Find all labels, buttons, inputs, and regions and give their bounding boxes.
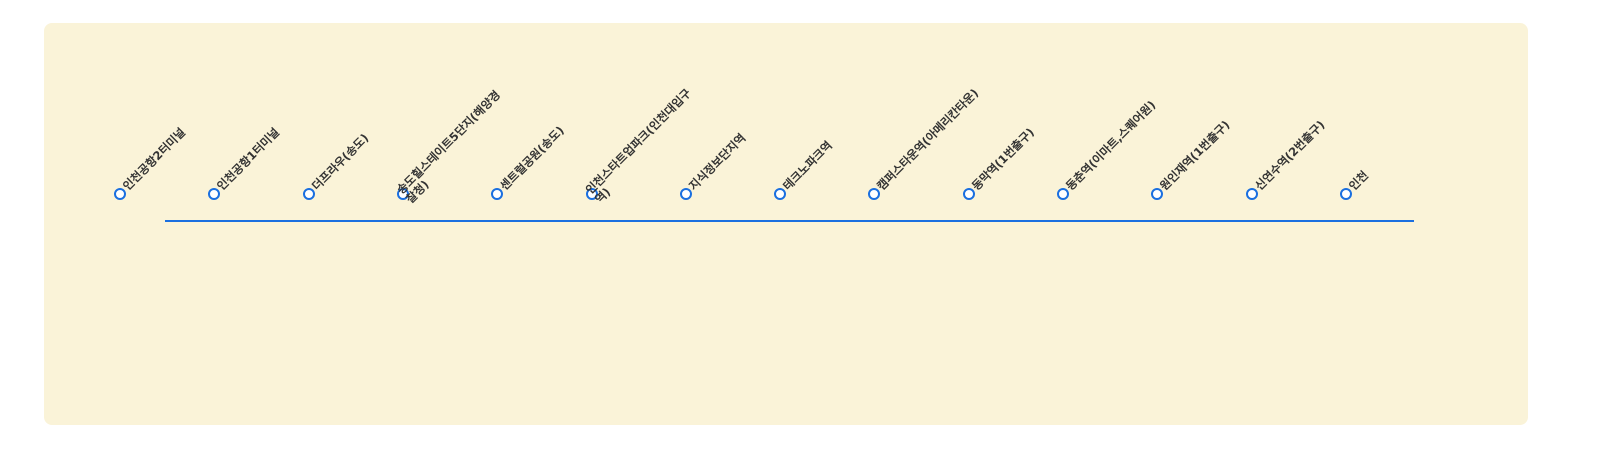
stop-marker-icon[interactable] <box>679 188 692 200</box>
stop-label[interactable]: 인천공항2터미널 <box>120 125 189 193</box>
stop-label[interactable]: 송도힐스테이트5단지(해양경찰청) <box>393 87 503 206</box>
stop-marker-icon[interactable] <box>585 188 598 200</box>
stop-label[interactable]: 신연수역(2번출구) <box>1251 117 1328 193</box>
stop-label[interactable]: 인천 <box>1345 168 1371 193</box>
stop-marker-icon[interactable] <box>302 188 315 200</box>
stop-marker-icon[interactable] <box>1339 188 1352 200</box>
route-line <box>165 220 1414 222</box>
stop-marker-icon[interactable] <box>774 188 787 200</box>
stop-marker-icon[interactable] <box>208 188 221 200</box>
stop-label[interactable]: 테크노파크역 <box>780 138 835 193</box>
stop-label[interactable]: 동춘역(이마트,스퀘어원) <box>1063 97 1159 193</box>
stop-label[interactable]: 동막역(1번출구) <box>968 125 1037 193</box>
stop-label[interactable]: 캠퍼스타운역(아메리칸타운) <box>874 85 982 193</box>
stop-marker-icon[interactable] <box>1057 188 1069 200</box>
stop-marker-icon[interactable] <box>1151 188 1164 200</box>
stop-marker-icon[interactable] <box>491 188 504 200</box>
stop-marker-icon[interactable] <box>114 188 126 200</box>
stop-label[interactable]: 인천스타트업파크(인천대입구역) <box>582 85 694 206</box>
stop-label[interactable]: 인천공항1터미널 <box>214 125 283 193</box>
stop-marker-icon[interactable] <box>962 188 975 200</box>
stop-label[interactable]: 원인재역(1번출구) <box>1157 117 1233 193</box>
stop-marker-icon[interactable] <box>396 188 409 200</box>
stop-marker-icon[interactable] <box>868 188 881 200</box>
stop-marker-icon[interactable] <box>1245 188 1258 200</box>
